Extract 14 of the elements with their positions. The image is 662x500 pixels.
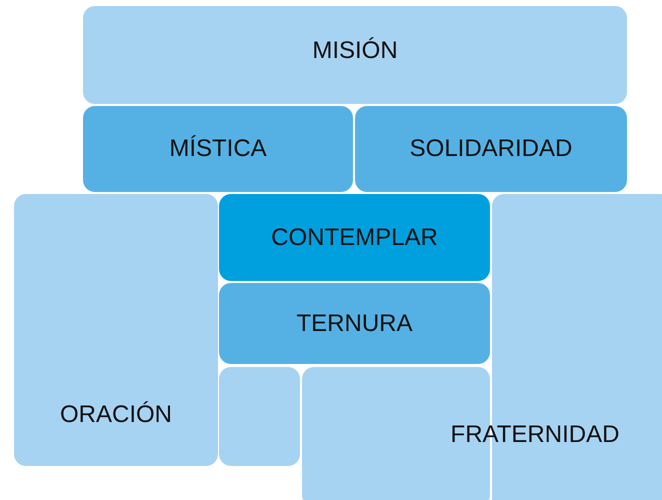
box-label: SOLIDARIDAD: [410, 134, 572, 164]
box-label: ORACIÓN: [60, 400, 172, 430]
text-box: [83, 106, 353, 192]
box-label: MÍSTICA: [169, 134, 267, 164]
box-label: MISIÓN: [312, 36, 398, 66]
text-box: [219, 194, 490, 281]
empty-box: [219, 367, 300, 466]
text-box: [14, 194, 218, 466]
box-label: CONTEMPLAR: [271, 222, 438, 252]
text-box: [355, 106, 627, 192]
box-label: TERNURA: [296, 308, 412, 338]
text-box: [219, 283, 490, 364]
text-box: [83, 6, 627, 104]
floating-label: FRATERNIDAD: [450, 420, 620, 450]
